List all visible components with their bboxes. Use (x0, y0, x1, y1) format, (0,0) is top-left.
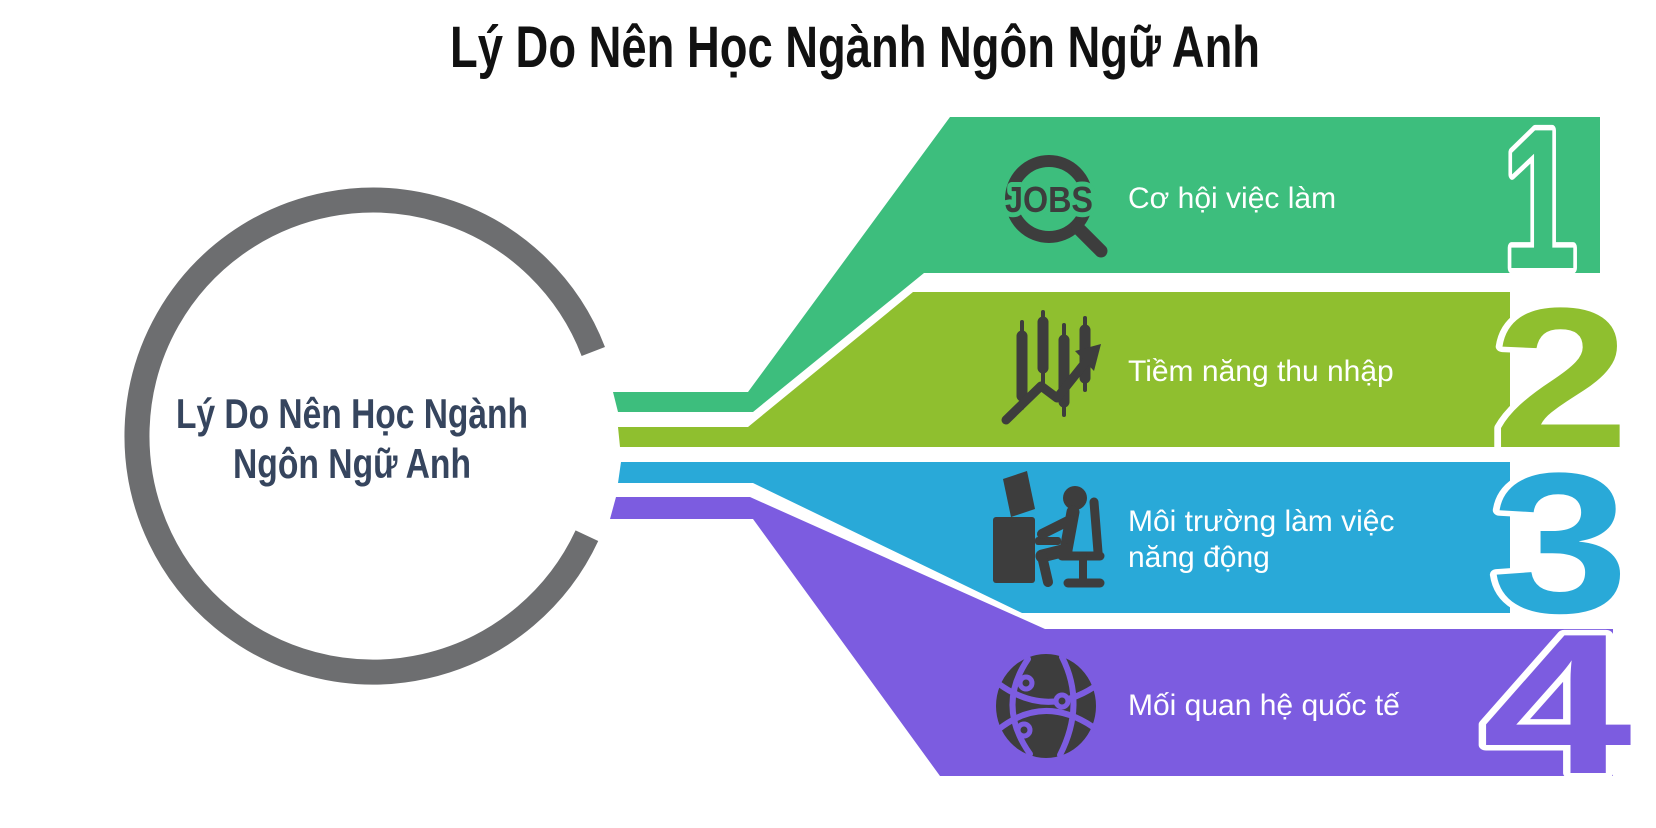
center-label-line-2: Ngôn Ngữ Anh (233, 440, 471, 487)
item-label-3: Môi trường làm việc (1128, 505, 1394, 538)
jobs-word-label: JOBS (1005, 179, 1093, 220)
center-label-line-1: Lý Do Nên Học Ngành (176, 390, 528, 437)
page-title: Lý Do Nên Học Ngành Ngôn Ngữ Anh (450, 15, 1260, 80)
ribbon-1 (613, 117, 1600, 412)
dynamic-workspace-icon (993, 471, 1105, 588)
item-label-1: Cơ hội việc làm (1128, 182, 1336, 215)
center-circle-ring (124, 187, 605, 685)
ribbon-4 (610, 497, 1613, 776)
step-number-4: 4 (1482, 593, 1632, 816)
step-number-1: 1 (1503, 88, 1577, 311)
step-number-3: 3 (1491, 432, 1629, 655)
income-growth-icon (1001, 310, 1101, 425)
item-label-4: Mối quan hệ quốc tế (1128, 689, 1400, 722)
jobs-search-icon: JOBS (1000, 155, 1108, 258)
step-number-2: 2 (1493, 267, 1630, 490)
item-label-2: Tiềm năng thu nhập (1128, 355, 1394, 388)
global-network-icon (996, 654, 1097, 758)
item-label-3-line-2: năng động (1128, 541, 1270, 574)
